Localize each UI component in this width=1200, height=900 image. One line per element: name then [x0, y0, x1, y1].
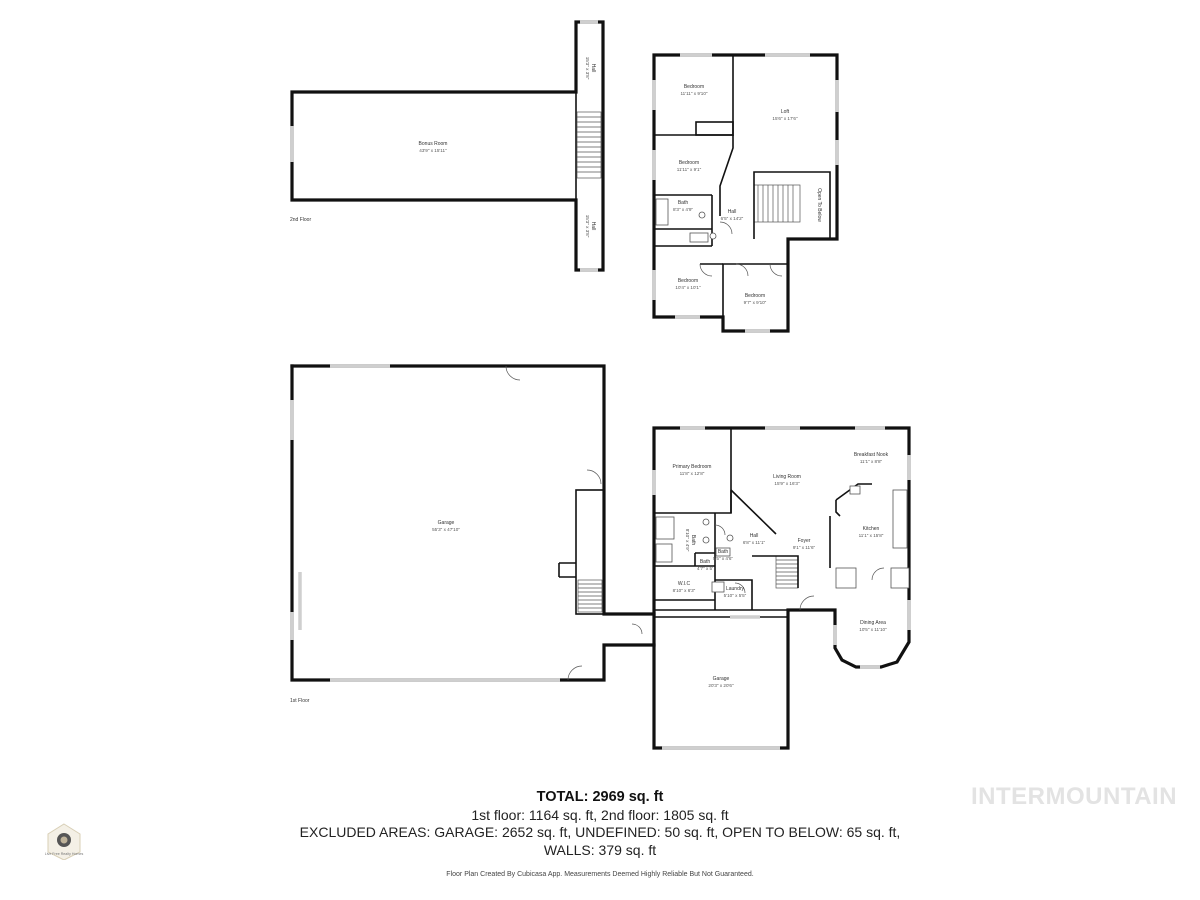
bath-primary-name: Bath: [690, 535, 696, 546]
bedroom-c-dims: 10'4" x 10'1": [675, 285, 701, 290]
bedroom-b-name: Bedroom: [679, 160, 699, 166]
floor-areas: 1st floor: 1164 sq. ft, 2nd floor: 1805 …: [471, 807, 729, 823]
bonus-room-wing: Bonus Room 43'9" x 15'11" Hall 15'3" x 3…: [290, 20, 605, 272]
big-garage: Garage 55'3" x 47'10" 1st Floor: [290, 364, 656, 704]
kitchen-name: Kitchen: [863, 526, 880, 532]
first-floor-label: 1st Floor: [290, 698, 310, 704]
loft-dims: 15'6" x 17'6": [772, 116, 798, 121]
garage-small-name: Garage: [713, 676, 730, 682]
hall-top-name: Hall: [590, 64, 596, 73]
bath-half-dims: 5'5" x 4'6": [713, 556, 733, 561]
bath-half-name: Bath: [718, 549, 729, 555]
bath-small-name: Bath: [700, 559, 711, 565]
bedroom-a-name: Bedroom: [684, 84, 704, 90]
hall-down-name: Hall: [750, 533, 759, 539]
living-room-dims: 15'9" x 16'3": [774, 481, 800, 486]
bedroom-d-name: Bedroom: [745, 293, 765, 299]
hall-up-dims: 6'5" x 14'2": [721, 216, 744, 221]
bedroom-a-dims: 11'11" x 9'10": [680, 91, 707, 96]
walls-area: WALLS: 379 sq. ft: [543, 842, 657, 858]
hall-down-dims: 6'8" x 11'1": [743, 540, 766, 545]
garage-big-dims: 55'3" x 47'10": [432, 527, 460, 532]
house-logo-icon: [47, 823, 81, 860]
dining-area-name: Dining Area: [860, 620, 886, 626]
laundry-name: Laundry: [726, 586, 745, 592]
primary-bedroom-dims: 11'8" x 12'8": [680, 471, 705, 476]
primary-bedroom-name: Primary Bedroom: [673, 464, 712, 470]
bedroom-b-dims: 11'11" x 9'1": [677, 167, 702, 172]
brand-watermark: INTERMOUNTAIN: [971, 783, 1178, 810]
hall-bottom-dims: 15'3" x 3'8": [585, 215, 590, 238]
bonus-stairs: [576, 111, 602, 179]
total-area: TOTAL: 2969 sq. ft: [536, 789, 664, 805]
bonus-room-dims: 43'9" x 15'11": [419, 148, 447, 153]
hall-bottom-name: Hall: [590, 222, 596, 231]
bath-up-name: Bath: [678, 200, 689, 206]
open-below-label: Open To Below: [816, 188, 822, 222]
kitchen-dims: 11'1" x 15'8": [859, 533, 884, 538]
garage-big-name: Garage: [438, 520, 455, 526]
dining-area-dims: 10'5" x 11'10": [859, 627, 887, 632]
breakfast-nook-dims: 11'1" x 8'8": [860, 459, 883, 464]
first-floor-main: Primary Bedroom 11'8" x 12'8" Living Roo…: [652, 426, 911, 750]
bedroom-c-name: Bedroom: [678, 278, 698, 284]
foyer-dims: 9'1" x 11'6": [793, 545, 816, 550]
bonus-room-name: Bonus Room: [419, 141, 448, 147]
second-floor-main: Bedroom 11'11" x 9'10" Loft 15'6" x 17'6…: [652, 53, 839, 333]
bedroom-d-dims: 9'7" x 9'10": [744, 300, 767, 305]
breakfast-nook-name: Breakfast Nook: [854, 452, 889, 458]
bath-primary-dims: 8'10" x 4'9": [685, 529, 690, 552]
loft-name: Loft: [781, 109, 790, 115]
foyer-name: Foyer: [798, 538, 811, 544]
living-room-name: Living Room: [773, 474, 801, 480]
bath-up-dims: 8'3" x 4'9": [673, 207, 693, 212]
wic-name: W.I.C: [678, 581, 691, 587]
hall-up-name: Hall: [728, 209, 737, 215]
excluded-areas: EXCLUDED AREAS: GARAGE: 2652 sq. ft, UND…: [299, 824, 901, 840]
credit-disclaimer: Floor Plan Created By Cubicasa App. Meas…: [446, 871, 754, 878]
wic-dims: 8'10" x 6'3": [673, 588, 696, 593]
second-floor-label: 2nd Floor: [290, 217, 311, 223]
hall-top-dims: 15'3" x 3'8": [585, 57, 590, 80]
garage-small-dims: 20'3" x 20'6": [708, 683, 734, 688]
bath-small-dims: 4'7" x 5': [697, 566, 713, 571]
logo-caption: Live Free Realty Homes: [44, 852, 84, 856]
laundry-dims: 5'10" x 5'5": [724, 593, 747, 598]
